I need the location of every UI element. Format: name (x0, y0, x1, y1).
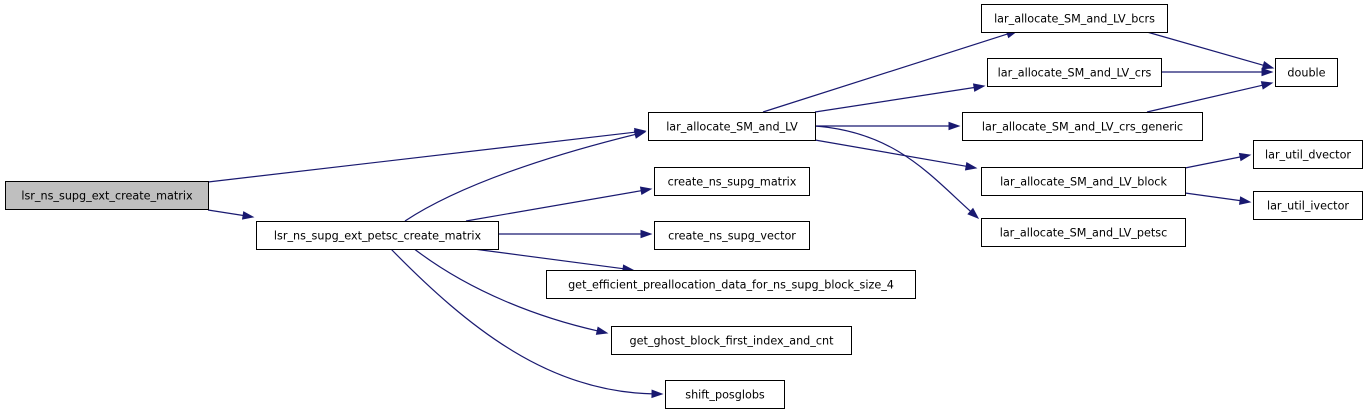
edges-layer (207, 30, 1275, 399)
edge-petsc-create-to-create-vector (498, 229, 653, 239)
node-petsc-create-box[interactable] (256, 221, 499, 250)
node-dvector-box[interactable] (1253, 140, 1363, 169)
node-bcrs-box[interactable] (981, 4, 1168, 33)
edge-alloc-sm-lv-to-crs-generic-arrowhead (948, 121, 961, 131)
edge-alloc-sm-lv-to-crs (814, 83, 986, 113)
edge-root-to-petsc-create-line (207, 209, 245, 217)
edge-block-to-ivector-line (1184, 192, 1242, 202)
edge-crs-to-double (1161, 67, 1274, 77)
edge-alloc-sm-lv-to-petsc-line (814, 125, 972, 213)
edge-bcrs-to-double-arrowhead (1261, 60, 1275, 70)
node-ivector-box[interactable] (1253, 191, 1363, 220)
node-crs-label: lar_allocate_SM_and_LV_crs (998, 67, 1152, 80)
edge-bcrs-to-double-line (1146, 31, 1265, 67)
edge-crs-to-double-arrowhead (1261, 67, 1274, 77)
node-block-box[interactable] (981, 167, 1186, 196)
node-crs[interactable]: lar_allocate_SM_and_LV_crs (987, 58, 1162, 87)
node-shift[interactable]: shift_posglobs (665, 380, 785, 409)
edge-root-to-alloc-sm-lv-line (207, 131, 637, 183)
edge-alloc-sm-lv-to-crs-generic (815, 121, 961, 131)
nodes-layer: lsr_ns_supg_ext_create_matrix lsr_ns_supg… (5, 4, 1363, 409)
edge-petsc-create-to-create-matrix-arrowhead (639, 186, 653, 196)
node-block[interactable]: lar_allocate_SM_and_LV_block (981, 167, 1186, 196)
node-petsc-create[interactable]: lsr_ns_supg_ext_petsc_create_matrix (256, 221, 499, 250)
node-petsc[interactable]: lar_allocate_SM_and_LV_petsc (981, 218, 1186, 247)
node-alloc-sm-lv-box[interactable] (648, 112, 816, 141)
node-ivector-label: lar_util_ivector (1267, 200, 1349, 213)
node-crs-generic[interactable]: lar_allocate_SM_and_LV_crs_generic (962, 112, 1203, 141)
edge-block-to-ivector-arrowhead (1239, 196, 1252, 205)
node-dvector-label: lar_util_dvector (1265, 149, 1351, 162)
edge-petsc-create-to-shift-arrowhead (651, 389, 664, 399)
edge-alloc-sm-lv-to-petsc (814, 125, 980, 219)
edge-root-to-alloc-sm-lv (207, 127, 647, 183)
edge-petsc-create-to-alloc-sm-lv-arrowhead (633, 130, 647, 139)
edge-block-to-dvector-arrowhead (1238, 152, 1252, 162)
edge-petsc-create-to-shift (389, 247, 664, 399)
edge-block-to-ivector (1184, 192, 1252, 205)
node-bcrs-label: lar_allocate_SM_and_LV_bcrs (994, 13, 1155, 26)
node-alloc-sm-lv-label: lar_allocate_SM_and_LV (666, 121, 798, 134)
edge-petsc-create-to-create-vector-arrowhead (640, 229, 653, 239)
node-ivector[interactable]: lar_util_ivector (1253, 191, 1363, 220)
edge-alloc-sm-lv-to-block-arrowhead (964, 161, 978, 171)
node-create-matrix-label: create_ns_supg_matrix (668, 176, 797, 189)
node-create-matrix-box[interactable] (654, 167, 810, 196)
node-root[interactable]: lsr_ns_supg_ext_create_matrix (5, 181, 209, 210)
edge-alloc-sm-lv-to-crs-arrowhead (972, 83, 986, 92)
edge-petsc-create-to-prealloc-line (465, 247, 625, 270)
edge-alloc-sm-lv-to-petsc-arrowhead (967, 207, 980, 219)
node-ghost-label: get_ghost_block_first_index_and_cnt (629, 335, 834, 348)
edge-alloc-sm-lv-to-bcrs-line (762, 33, 1009, 113)
node-shift-box[interactable] (665, 380, 785, 409)
node-petsc-label: lar_allocate_SM_and_LV_petsc (1000, 227, 1168, 240)
edge-crs-generic-to-double (1146, 81, 1274, 113)
node-create-matrix[interactable]: create_ns_supg_matrix (654, 167, 810, 196)
node-double-box[interactable] (1275, 58, 1338, 87)
edge-petsc-create-to-create-matrix (465, 186, 653, 222)
node-block-label: lar_allocate_SM_and_LV_block (1000, 176, 1167, 189)
edge-petsc-create-to-create-matrix-line (465, 189, 643, 222)
node-root-box[interactable] (5, 181, 209, 210)
node-create-vector[interactable]: create_ns_supg_vector (654, 221, 810, 250)
node-create-vector-label: create_ns_supg_vector (668, 230, 796, 243)
node-ghost[interactable]: get_ghost_block_first_index_and_cnt (611, 326, 852, 355)
edge-petsc-create-to-shift-line (389, 247, 654, 395)
node-dvector[interactable]: lar_util_dvector (1253, 140, 1363, 169)
node-bcrs[interactable]: lar_allocate_SM_and_LV_bcrs (981, 4, 1168, 33)
edge-alloc-sm-lv-to-crs-line (814, 86, 976, 113)
node-double[interactable]: double (1275, 58, 1338, 87)
edge-root-to-petsc-create-arrowhead (241, 211, 255, 220)
node-crs-generic-label: lar_allocate_SM_and_LV_crs_generic (982, 121, 1183, 134)
edge-petsc-create-to-ghost-arrowhead (595, 326, 609, 335)
edge-petsc-create-to-ghost (412, 247, 609, 335)
node-petsc-box[interactable] (981, 218, 1186, 247)
edge-root-to-petsc-create (207, 209, 255, 220)
edge-petsc-create-to-alloc-sm-lv (404, 130, 647, 222)
edge-block-to-dvector-line (1184, 156, 1242, 169)
node-alloc-sm-lv[interactable]: lar_allocate_SM_and_LV (648, 112, 816, 141)
edge-bcrs-to-double (1146, 31, 1275, 70)
node-shift-label: shift_posglobs (685, 389, 765, 402)
edge-petsc-create-to-prealloc (465, 247, 635, 273)
edge-alloc-sm-lv-to-block-line (814, 139, 968, 168)
edge-crs-generic-to-double-line (1146, 84, 1264, 113)
node-prealloc-label: get_efficient_preallocation_data_for_ns_… (568, 279, 894, 292)
edge-crs-generic-to-double-arrowhead (1260, 81, 1274, 90)
node-prealloc-box[interactable] (546, 270, 916, 299)
node-double-label: double (1287, 67, 1325, 80)
edge-block-to-dvector (1184, 152, 1252, 169)
node-prealloc[interactable]: get_efficient_preallocation_data_for_ns_… (546, 270, 916, 299)
edge-alloc-sm-lv-to-bcrs (762, 30, 1019, 113)
node-crs-box[interactable] (987, 58, 1162, 87)
node-petsc-create-label: lsr_ns_supg_ext_petsc_create_matrix (274, 230, 482, 243)
node-ghost-box[interactable] (611, 326, 852, 355)
edge-petsc-create-to-alloc-sm-lv-line (404, 133, 637, 222)
node-crs-generic-box[interactable] (962, 112, 1203, 141)
node-root-label: lsr_ns_supg_ext_create_matrix (21, 190, 193, 203)
edge-alloc-sm-lv-to-block (814, 139, 978, 171)
node-create-vector-box[interactable] (654, 221, 810, 250)
edge-petsc-create-to-ghost-line (412, 247, 599, 332)
